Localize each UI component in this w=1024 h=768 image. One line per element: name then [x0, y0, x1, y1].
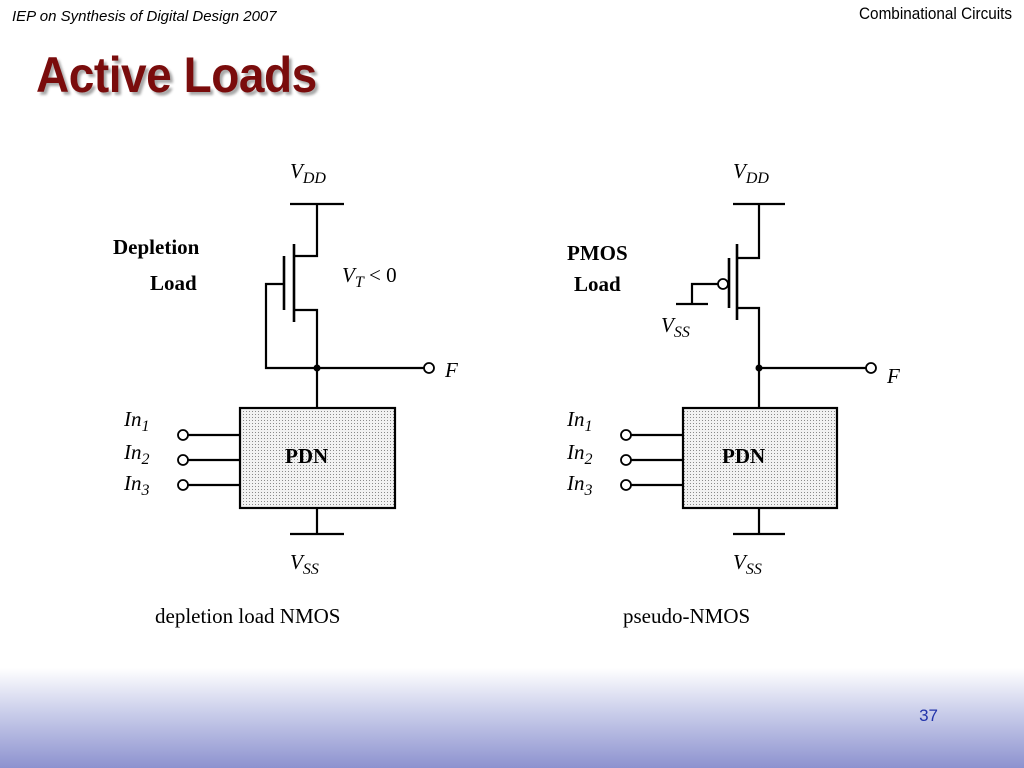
output-label: F: [444, 358, 458, 382]
input-label-2: In2: [566, 440, 593, 468]
output-node-dot: [755, 364, 763, 372]
pdn-label: PDN: [285, 444, 328, 468]
pmos-gate-bubble: [717, 278, 729, 290]
input-terminal-1: [620, 429, 632, 441]
footer-gradient: [0, 668, 1024, 768]
section-title: Combinational Circuits: [858, 4, 1012, 23]
pdn-block: [681, 406, 839, 510]
output-terminal: [865, 362, 877, 374]
input-label-1: In1: [566, 407, 593, 435]
input-terminal-3: [177, 479, 189, 491]
vdd-label: VDD: [733, 159, 769, 187]
output-terminal: [423, 362, 435, 374]
load-label-line-1: PMOS: [567, 241, 628, 265]
threshold-label: VT < 0: [342, 263, 397, 291]
right-caption: pseudo-NMOS: [623, 604, 750, 628]
pdn-block: [238, 406, 397, 510]
input-label-3: In3: [566, 471, 593, 499]
input-terminal-1: [177, 429, 189, 441]
output-node-dot: [313, 364, 321, 372]
left-caption: depletion load NMOS: [155, 604, 340, 628]
load-label-line-2: Load: [574, 272, 621, 296]
input-label-3: In3: [123, 471, 150, 499]
course-title: IEP on Synthesis of Digital Design 2007: [12, 8, 277, 25]
gate-vss-label: VSS: [661, 313, 690, 341]
input-terminal-3: [620, 479, 632, 491]
input-terminal-2: [177, 454, 189, 466]
output-label: F: [886, 364, 900, 388]
input-label-2: In2: [123, 440, 150, 468]
page-number: 37: [919, 706, 938, 725]
input-label-1: In1: [123, 407, 150, 435]
pdn-label: PDN: [722, 444, 765, 468]
pseudo-nmos-circuit: [631, 202, 866, 536]
input-terminal-2: [620, 454, 632, 466]
slide-title: Active Loads: [36, 47, 317, 103]
vss-label: VSS: [733, 550, 762, 578]
vss-label: VSS: [290, 550, 319, 578]
load-label-line-2: Load: [150, 271, 197, 295]
load-label-line-1: Depletion: [113, 235, 200, 259]
vdd-label: VDD: [290, 159, 326, 187]
depletion-load-circuit: [188, 202, 424, 536]
